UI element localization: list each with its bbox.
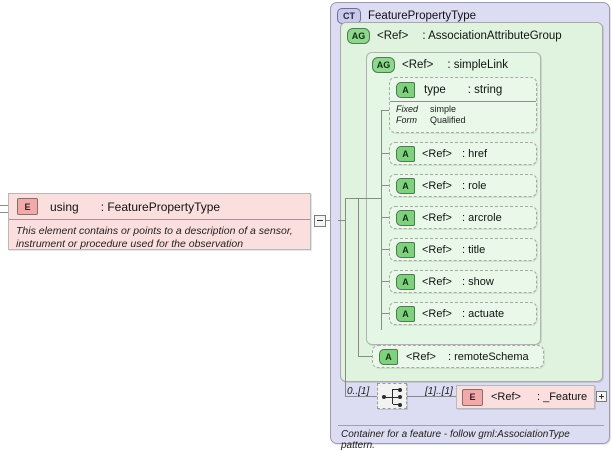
sequence-dot-top	[398, 387, 402, 392]
minus-icon[interactable]	[314, 215, 326, 227]
tree-trunk-complextype	[345, 198, 346, 396]
attribute-group-association-header: AG <Ref> : AssociationAttributeGroup	[347, 28, 562, 44]
attribute-role[interactable]: A <Ref> : role	[389, 174, 537, 197]
tree-branch-show	[381, 281, 390, 282]
element-using-box[interactable]: E using : FeaturePropertyType This eleme…	[8, 193, 311, 250]
attribute-actuate[interactable]: A <Ref> : actuate	[389, 302, 537, 325]
plus-icon[interactable]	[596, 391, 607, 402]
attributegroup-badge-icon: AG	[347, 28, 370, 44]
tree-trunk-upper	[345, 198, 346, 221]
property-key: Fixed	[396, 104, 419, 114]
sequence-dot-bottom	[398, 402, 402, 407]
attribute-ref: <Ref>	[422, 243, 452, 256]
property-row-form: Form Qualified	[396, 115, 536, 126]
attribute-type-label: : remoteSchema	[447, 350, 529, 363]
complextype-header: CT FeaturePropertyType	[337, 8, 476, 24]
property-key: Form	[396, 115, 417, 125]
attribute-ref: <Ref>	[422, 147, 452, 160]
element-feature-box[interactable]: E <Ref> : _Feature	[456, 385, 595, 409]
attribute-group-ref: <Ref>	[402, 59, 434, 71]
attribute-type[interactable]: A type : string Fixed simple Form Qualif…	[389, 77, 537, 133]
sequence-dot-root	[382, 395, 386, 399]
tree-stem-simplelink	[369, 198, 382, 199]
property-value: Qualified	[430, 115, 466, 125]
attribute-show[interactable]: A <Ref> : show	[389, 270, 537, 293]
property-row-fixed: Fixed simple	[396, 104, 536, 115]
tree-branch-role	[381, 185, 390, 186]
attribute-badge-icon: A	[396, 145, 415, 162]
attribute-type-label: : href	[461, 147, 488, 160]
attribute-badge-icon: A	[379, 348, 398, 365]
tree-branch-type	[381, 110, 390, 111]
tree-branch-remoteschema	[358, 356, 373, 357]
incoming-connector-line-bottom	[0, 212, 8, 213]
element-documentation: This element contains or points to a des…	[16, 225, 293, 250]
attribute-badge-icon: A	[396, 177, 415, 194]
complextype-annotation: Container for a feature - follow gml:Ass…	[338, 425, 604, 451]
attribute-badge-icon: A	[396, 209, 415, 226]
attribute-type-label: : arcrole	[461, 211, 502, 224]
element-badge-icon: E	[462, 388, 483, 406]
sequence-line-root	[386, 396, 392, 398]
sequence-dot-mid	[398, 395, 402, 399]
sequence-line-mid	[393, 396, 398, 398]
attribute-properties-table: Fixed simple Form Qualified	[390, 102, 536, 126]
attributegroup-badge-icon: AG	[372, 57, 395, 73]
cardinality-left: 0..[1]	[347, 386, 370, 397]
attribute-ref: <Ref>	[422, 275, 452, 288]
sequence-icon[interactable]	[377, 383, 407, 409]
element-using-header: E using : FeaturePropertyType	[9, 194, 310, 220]
attribute-group-type: : simpleLink	[447, 59, 509, 71]
attribute-ref: <Ref>	[422, 211, 452, 224]
tree-branch-to-simplelink	[358, 198, 370, 199]
attribute-arcrole[interactable]: A <Ref> : arcrole	[389, 206, 537, 229]
attribute-badge-icon: A	[396, 241, 415, 258]
attribute-ref: <Ref>	[406, 350, 436, 363]
tree-stem-complextype	[338, 220, 345, 221]
tree-branch-arcrole	[381, 217, 390, 218]
attribute-group-simplelink-header: AG <Ref> : simpleLink	[372, 57, 508, 73]
sequence-line-top	[393, 389, 398, 390]
attribute-type-label: : role	[461, 179, 487, 192]
attribute-href[interactable]: A <Ref> : href	[389, 142, 537, 165]
attribute-type-label: : string	[467, 83, 503, 96]
attribute-type-label: : title	[461, 243, 486, 256]
attribute-title[interactable]: A <Ref> : title	[389, 238, 537, 261]
attribute-group-type: : AssociationAttributeGroup	[422, 30, 562, 42]
element-type: : FeaturePropertyType	[100, 199, 221, 214]
element-name: using	[50, 199, 79, 214]
attribute-badge-icon: A	[396, 273, 415, 290]
tree-branch-actuate	[381, 313, 390, 314]
element-type: : _Feature	[536, 391, 588, 403]
attribute-remoteschema[interactable]: A <Ref> : remoteSchema	[372, 345, 544, 368]
sequence-line-bottom	[393, 404, 398, 405]
attribute-type-header: A type : string	[390, 78, 536, 102]
attribute-ref: <Ref>	[422, 179, 452, 192]
attribute-type-label: : actuate	[461, 307, 505, 320]
tree-trunk-association	[358, 198, 359, 356]
complextype-title: FeaturePropertyType	[368, 10, 477, 22]
element-badge-icon: E	[17, 198, 38, 215]
cardinality-right: [1]..[1]	[425, 386, 453, 397]
attribute-name: type	[424, 83, 446, 96]
sequence-line-spine	[392, 389, 393, 404]
attribute-badge-icon: A	[396, 81, 415, 98]
tree-stem-association	[345, 198, 358, 199]
tree-branch-href	[381, 153, 390, 154]
attribute-group-ref: <Ref>	[377, 30, 409, 42]
attribute-ref: <Ref>	[422, 307, 452, 320]
attribute-type-label: : show	[461, 275, 494, 288]
element-ref: <Ref>	[491, 391, 521, 403]
attribute-badge-icon: A	[396, 305, 415, 322]
incoming-connector-line-top	[0, 205, 8, 206]
property-value: simple	[430, 104, 457, 114]
tree-branch-to-sequence	[345, 396, 377, 397]
tree-branch-to-feature	[407, 396, 456, 397]
tree-branch-title	[381, 249, 390, 250]
tree-trunk-simplelink	[381, 110, 382, 330]
